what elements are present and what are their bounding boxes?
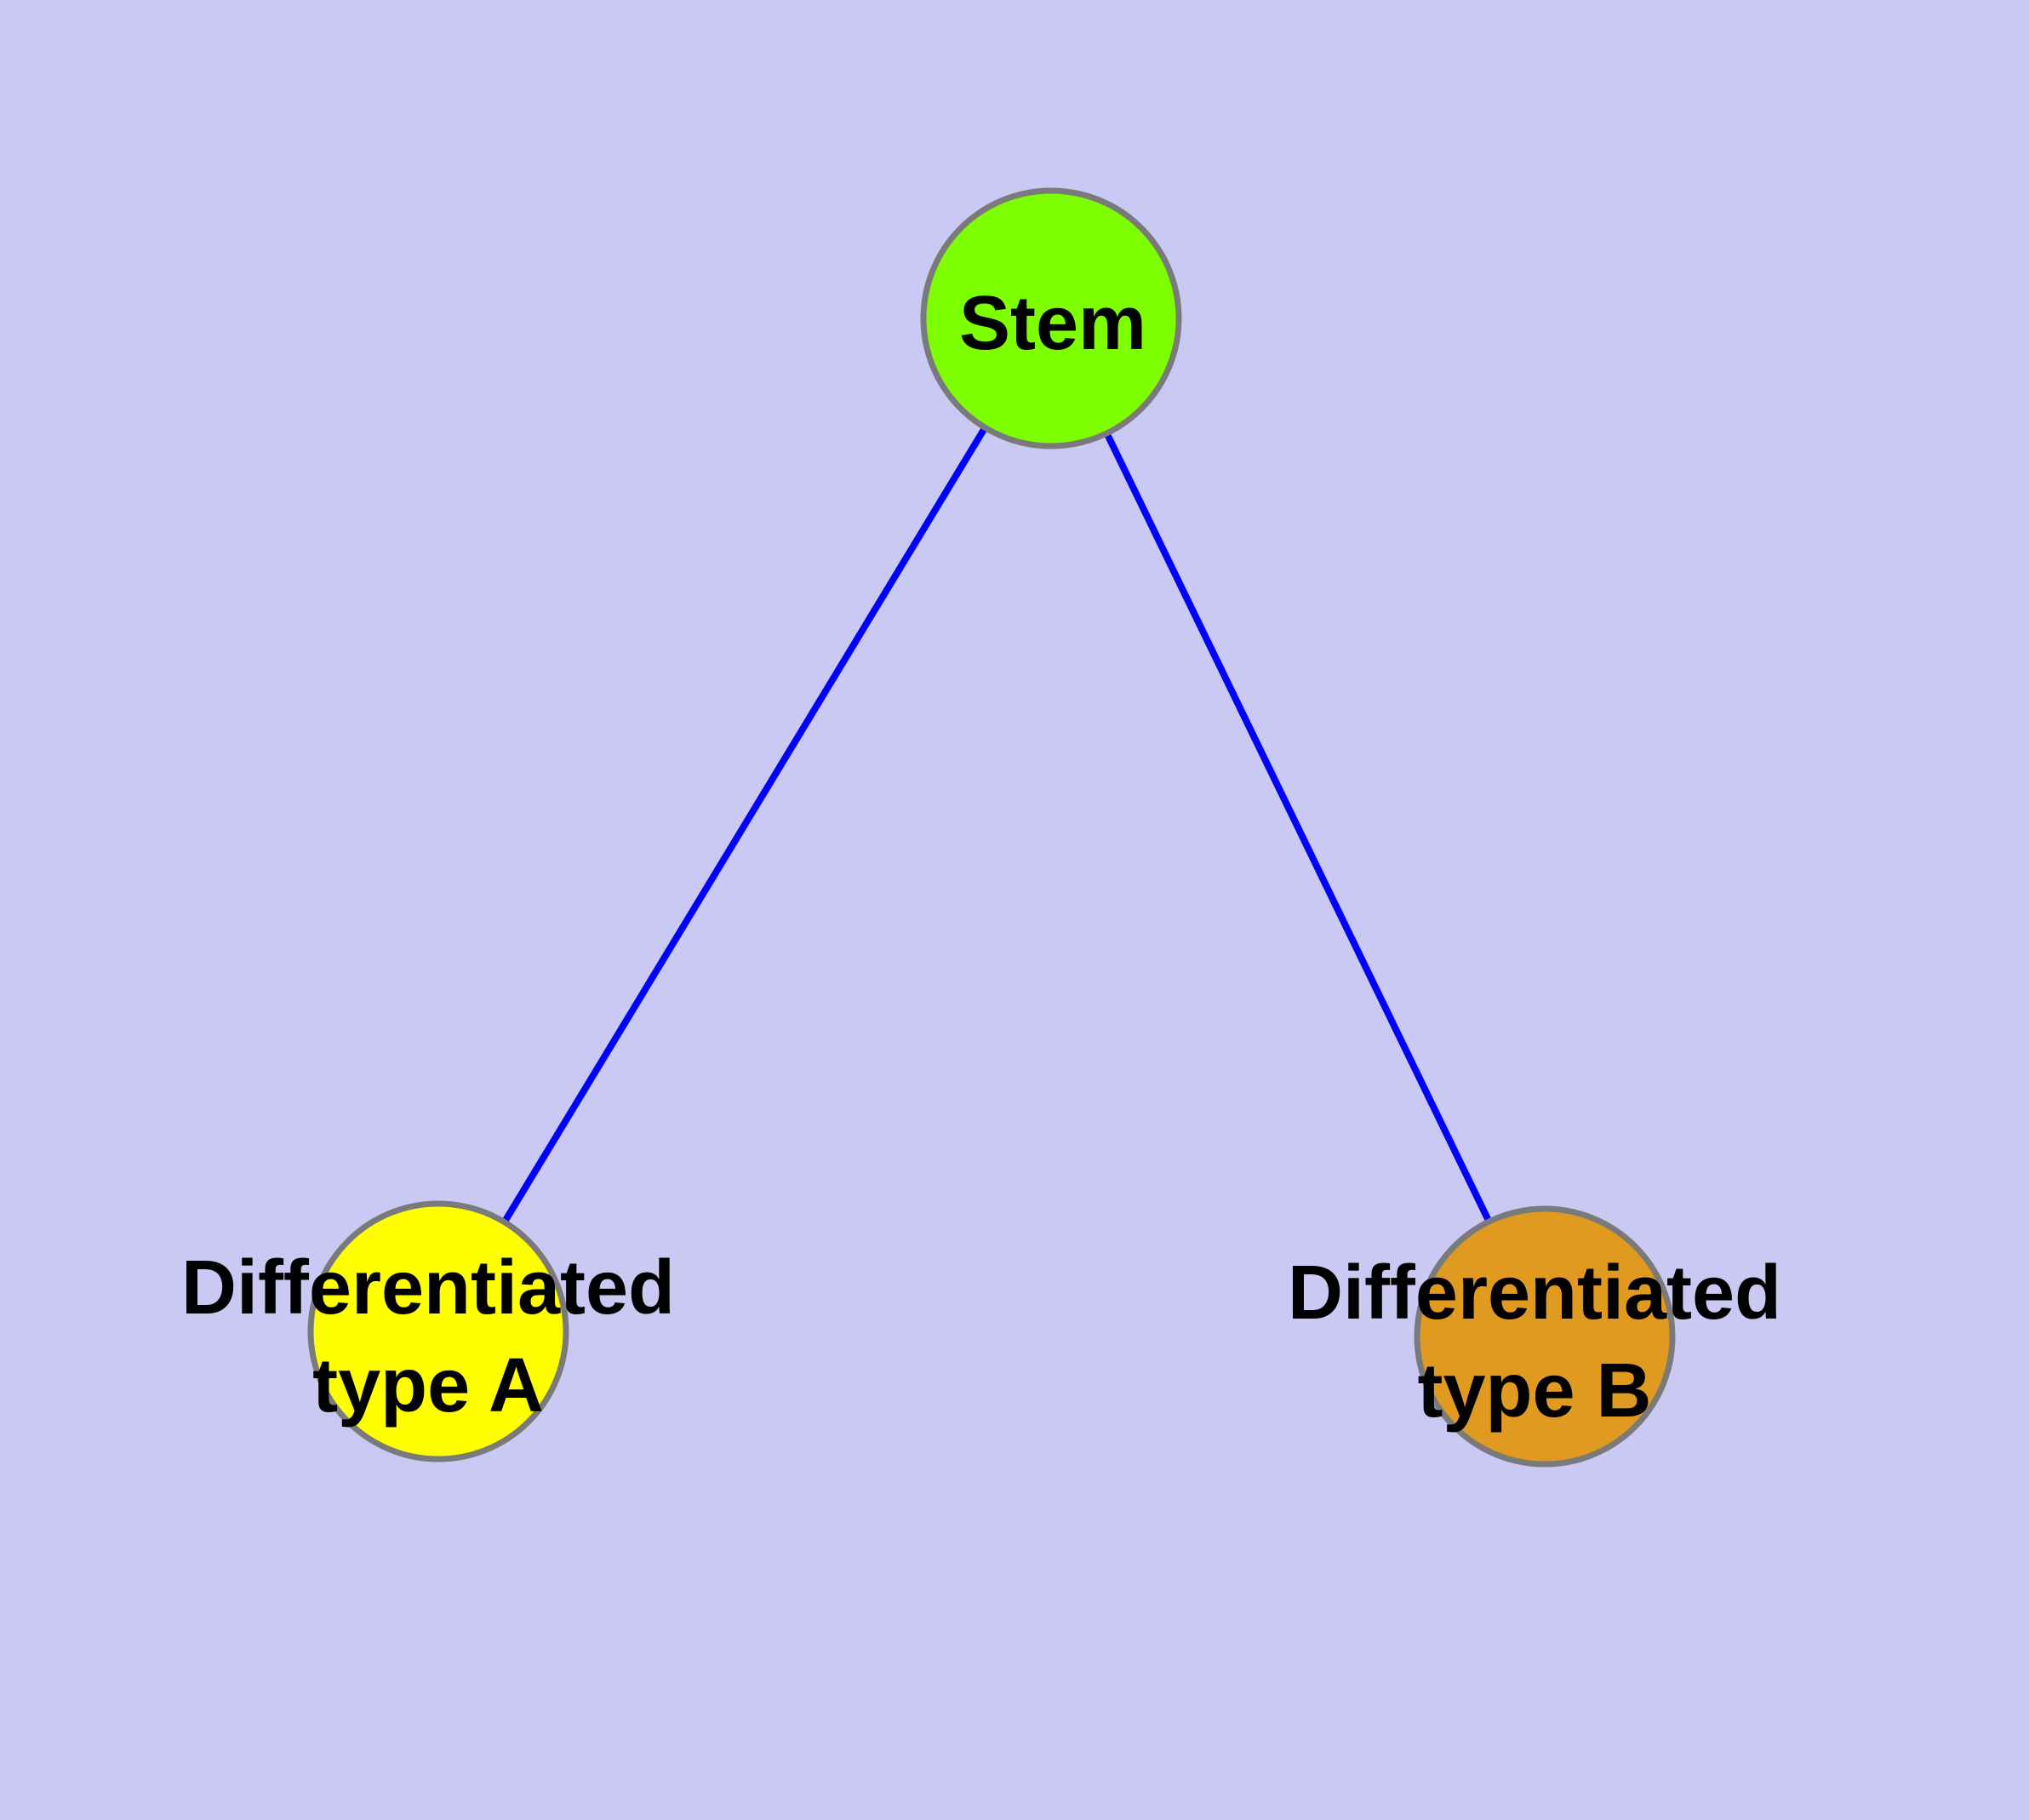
edge-stem-to-type-a — [435, 316, 1055, 1334]
node-type-b-label-line2: type B — [1417, 1348, 1651, 1434]
node-differentiated-type-a — [307, 1200, 569, 1462]
node-type-a-label-line1: Differentiated — [181, 1245, 675, 1331]
node-differentiated-type-b — [1414, 1205, 1676, 1468]
node-type-b-label-line1: Differentiated — [1288, 1251, 1781, 1336]
node-stem-label: Stem — [959, 281, 1146, 366]
node-stem — [920, 187, 1182, 449]
node-type-a-label-line2: type A — [312, 1343, 544, 1428]
edge-stem-to-type-b — [1048, 317, 1548, 1338]
